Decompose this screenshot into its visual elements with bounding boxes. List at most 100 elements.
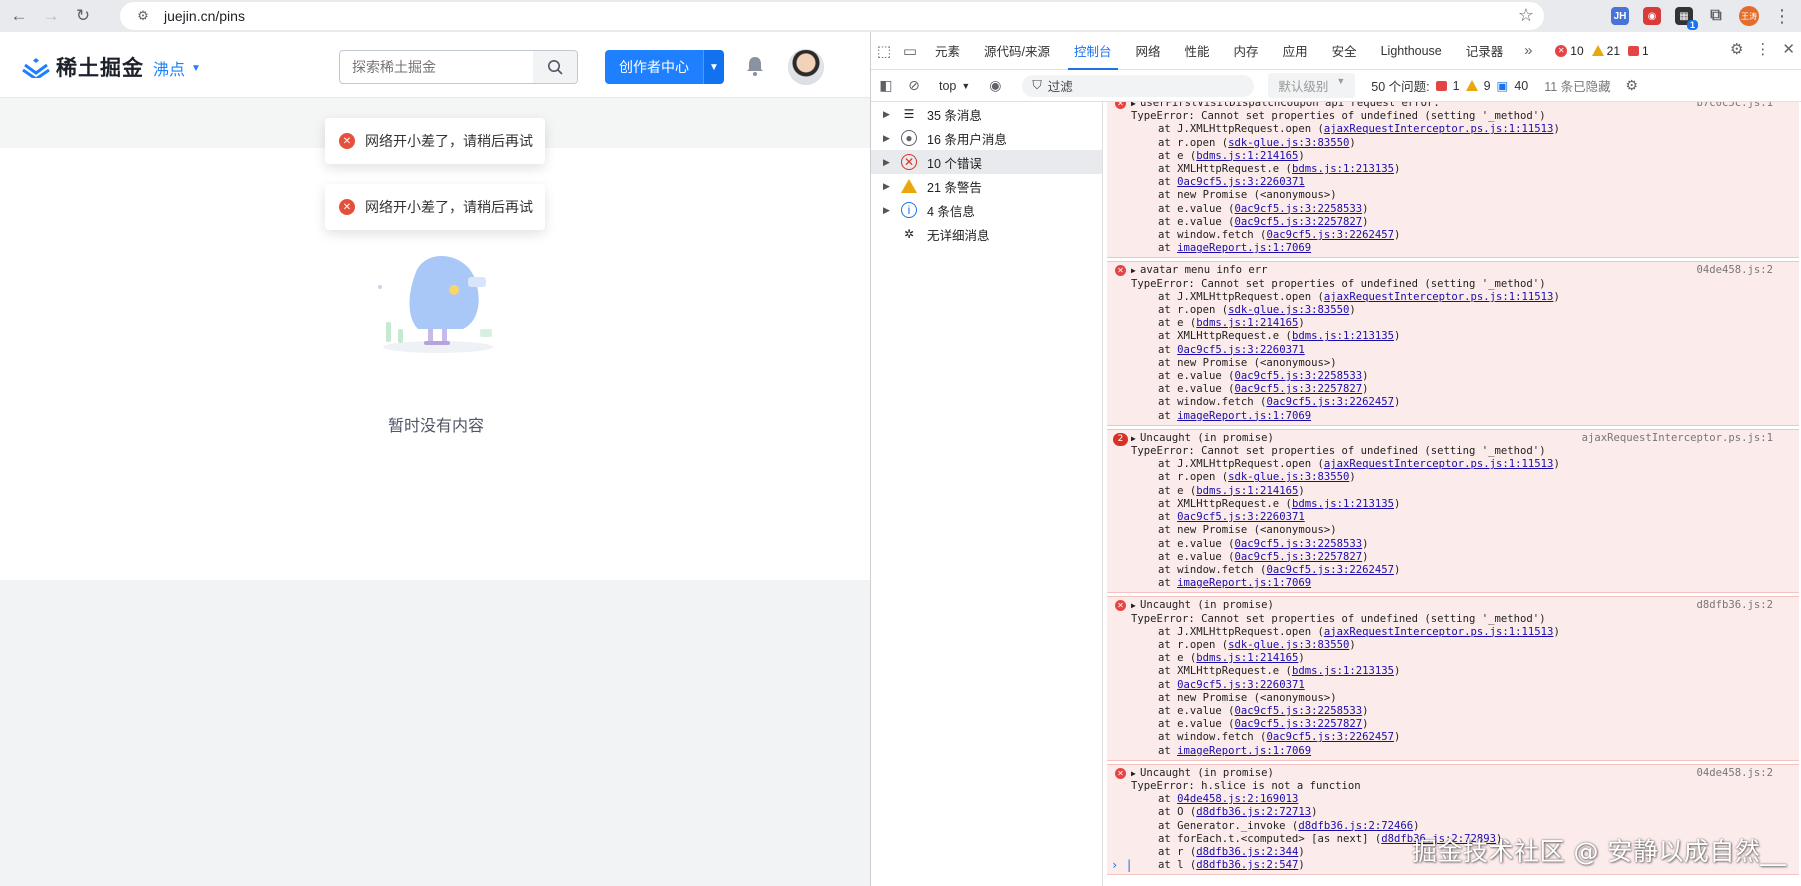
- url-text[interactable]: juejin.cn/pins: [164, 8, 245, 24]
- message-source-link[interactable]: ajaxRequestInterceptor.ps.js:1: [1581, 431, 1773, 444]
- stack-frame-link[interactable]: 0ac9cf5.js:3:2257827: [1234, 550, 1363, 563]
- message-header[interactable]: ▶userFirstVisitDispatchCoupon api reques…: [1131, 102, 1793, 110]
- sidebar-item-warnings[interactable]: ▶ 21 条警告: [871, 174, 1102, 198]
- site-settings-icon[interactable]: ⚙: [137, 8, 149, 23]
- stack-frame-link[interactable]: d8dfb36.js:2:547: [1196, 859, 1299, 872]
- stack-frame-link[interactable]: 0ac9cf5.js:3:2258533: [1234, 537, 1363, 550]
- tab-performance[interactable]: 性能: [1184, 45, 1210, 59]
- site-logo[interactable]: 稀土掘金: [22, 52, 144, 82]
- sidebar-item-messages[interactable]: ▶ ☰ 35 条消息: [871, 102, 1102, 126]
- stack-frame-link[interactable]: d8dfb36.js:2:344: [1196, 845, 1299, 858]
- creator-center-button[interactable]: 创作者中心: [605, 50, 703, 84]
- expand-triangle-icon[interactable]: ▶: [1131, 433, 1136, 443]
- stack-frame-link[interactable]: imageReport.js:1:7069: [1177, 577, 1312, 590]
- creator-dropdown-button[interactable]: ▼: [703, 50, 724, 84]
- clear-console-icon[interactable]: ⊘: [908, 77, 920, 93]
- channel-dropdown[interactable]: 沸点 ▼: [153, 56, 201, 80]
- stack-frame-link[interactable]: 0ac9cf5.js:3:2258533: [1234, 202, 1363, 215]
- stack-frame-link[interactable]: sdk-glue.js:3:83550: [1228, 304, 1350, 317]
- stack-frame-link[interactable]: bdms.js:1:213135: [1291, 665, 1394, 678]
- tab-security[interactable]: 安全: [1331, 45, 1357, 59]
- settings-gear-icon[interactable]: ⚙: [1729, 41, 1744, 58]
- stack-frame-link[interactable]: bdms.js:1:213135: [1291, 163, 1394, 176]
- console-error-message[interactable]: ✕04de458.js:2▶Uncaught (in promise)TypeE…: [1107, 763, 1799, 876]
- stack-frame-link[interactable]: 0ac9cf5.js:3:2260371: [1177, 176, 1305, 189]
- address-bar[interactable]: ⚙ juejin.cn/pins ☆: [120, 2, 1544, 30]
- stack-frame-link[interactable]: ajaxRequestInterceptor.ps.js:1:11513: [1323, 458, 1554, 471]
- message-source-link[interactable]: 04de458.js:2: [1696, 766, 1773, 779]
- stack-frame-link[interactable]: imageReport.js:1:7069: [1177, 242, 1312, 255]
- stack-frame-link[interactable]: 0ac9cf5.js:3:2262457: [1266, 229, 1394, 242]
- stack-frame-link[interactable]: sdk-glue.js:3:83550: [1228, 136, 1350, 149]
- sidebar-item-user-messages[interactable]: ▶ ● 16 条用户消息: [871, 126, 1102, 150]
- tab-network[interactable]: 网络: [1135, 45, 1161, 59]
- notification-bell-icon[interactable]: [743, 54, 767, 78]
- issues-summary[interactable]: 50 个问题: 1 9 ▣40: [1371, 76, 1528, 95]
- context-selector[interactable]: top ▼: [939, 79, 970, 93]
- live-expression-eye-icon[interactable]: ◉: [989, 77, 1002, 93]
- stack-frame-link[interactable]: 0ac9cf5.js:3:2260371: [1177, 511, 1305, 524]
- stack-frame-link[interactable]: 0ac9cf5.js:3:2260371: [1177, 343, 1305, 356]
- more-tabs-chevron-icon[interactable]: »: [1524, 42, 1533, 59]
- sidebar-item-errors[interactable]: ▶ ✕ 10 个错误: [871, 150, 1102, 174]
- extensions-puzzle-icon[interactable]: ⧉: [1710, 7, 1722, 24]
- filter-input[interactable]: ⛉ 过滤: [1022, 74, 1255, 97]
- inspect-element-icon[interactable]: ⬚: [876, 42, 892, 60]
- stack-frame-link[interactable]: 04de458.js:2:169013: [1177, 793, 1299, 806]
- devtools-menu-icon[interactable]: ⋮: [1755, 41, 1771, 58]
- stack-frame-link[interactable]: ajaxRequestInterceptor.ps.js:1:11513: [1323, 123, 1554, 136]
- stack-frame-link[interactable]: d8dfb36.js:2:72893: [1381, 832, 1497, 845]
- stack-frame-link[interactable]: d8dfb36.js:2:72466: [1298, 819, 1414, 832]
- message-source-link[interactable]: d8dfb36.js:2: [1696, 599, 1773, 612]
- browser-menu-icon[interactable]: ⋮: [1773, 5, 1791, 26]
- message-source-link[interactable]: b7c0c5c.js:1: [1696, 102, 1773, 109]
- stack-frame-link[interactable]: 0ac9cf5.js:3:2257827: [1234, 383, 1363, 396]
- stack-frame-link[interactable]: imageReport.js:1:7069: [1177, 744, 1312, 757]
- reload-icon[interactable]: ↻: [75, 6, 91, 25]
- stack-frame-link[interactable]: bdms.js:1:214165: [1196, 149, 1299, 162]
- console-prompt[interactable]: › |: [1111, 858, 1133, 872]
- tab-lighthouse[interactable]: Lighthouse: [1380, 43, 1442, 58]
- stack-frame-link[interactable]: imageReport.js:1:7069: [1177, 409, 1312, 422]
- stack-frame-link[interactable]: d8dfb36.js:2:72713: [1196, 806, 1312, 819]
- stack-frame-link[interactable]: 0ac9cf5.js:3:2257827: [1234, 215, 1363, 228]
- console-error-message[interactable]: ✕d8dfb36.js:2▶Uncaught (in promise)TypeE…: [1107, 596, 1799, 761]
- profile-avatar[interactable]: 王涛: [1739, 6, 1759, 26]
- stack-frame-link[interactable]: ajaxRequestInterceptor.ps.js:1:11513: [1323, 625, 1554, 638]
- stack-frame-link[interactable]: sdk-glue.js:3:83550: [1228, 471, 1350, 484]
- red-extension-icon[interactable]: ◉: [1643, 7, 1661, 25]
- tab-console[interactable]: 控制台: [1062, 32, 1124, 70]
- expand-triangle-icon[interactable]: ▶: [1131, 102, 1136, 108]
- message-header[interactable]: ▶avatar menu info err: [1131, 264, 1793, 277]
- sidebar-item-info[interactable]: ▶ i 4 条信息: [871, 198, 1102, 222]
- search-input[interactable]: [340, 51, 533, 83]
- device-toolbar-icon[interactable]: ▭: [902, 42, 918, 60]
- stack-frame-link[interactable]: 0ac9cf5.js:3:2262457: [1266, 563, 1394, 576]
- stack-frame-link[interactable]: 0ac9cf5.js:3:2260371: [1177, 678, 1305, 691]
- tab-memory[interactable]: 内存: [1233, 45, 1259, 59]
- console-settings-icon[interactable]: ⚙: [1625, 77, 1638, 93]
- stack-frame-link[interactable]: sdk-glue.js:3:83550: [1228, 638, 1350, 651]
- expand-triangle-icon[interactable]: ▶: [1131, 266, 1136, 276]
- message-source-link[interactable]: 04de458.js:2: [1696, 264, 1773, 277]
- back-arrow-icon[interactable]: ←: [10, 6, 28, 25]
- message-header[interactable]: ▶Uncaught (in promise): [1131, 432, 1793, 445]
- stack-frame-link[interactable]: 0ac9cf5.js:3:2258533: [1234, 704, 1363, 717]
- stack-frame-link[interactable]: bdms.js:1:213135: [1291, 330, 1394, 343]
- console-error-message[interactable]: ✕b7c0c5c.js:1▶userFirstVisitDispatchCoup…: [1107, 102, 1799, 259]
- stack-frame-link[interactable]: ajaxRequestInterceptor.ps.js:1:11513: [1323, 290, 1554, 303]
- close-icon[interactable]: ✕: [1782, 41, 1795, 58]
- devtools-counters[interactable]: ✕10 21 1: [1555, 44, 1649, 58]
- tab-sources[interactable]: 源代码/来源: [984, 45, 1050, 59]
- dark-extension-icon[interactable]: ▦1: [1675, 7, 1698, 30]
- tab-recorder[interactable]: 记录器: [1465, 45, 1504, 59]
- message-header[interactable]: ▶Uncaught (in promise): [1131, 599, 1793, 612]
- user-avatar[interactable]: [788, 49, 824, 85]
- tab-elements[interactable]: 元素: [935, 45, 961, 59]
- log-level-dropdown[interactable]: 默认级别 ▼: [1268, 73, 1356, 98]
- jh-extension-icon[interactable]: JH: [1611, 7, 1629, 25]
- message-header[interactable]: ▶Uncaught (in promise): [1131, 767, 1793, 780]
- stack-frame-link[interactable]: 0ac9cf5.js:3:2257827: [1234, 718, 1363, 731]
